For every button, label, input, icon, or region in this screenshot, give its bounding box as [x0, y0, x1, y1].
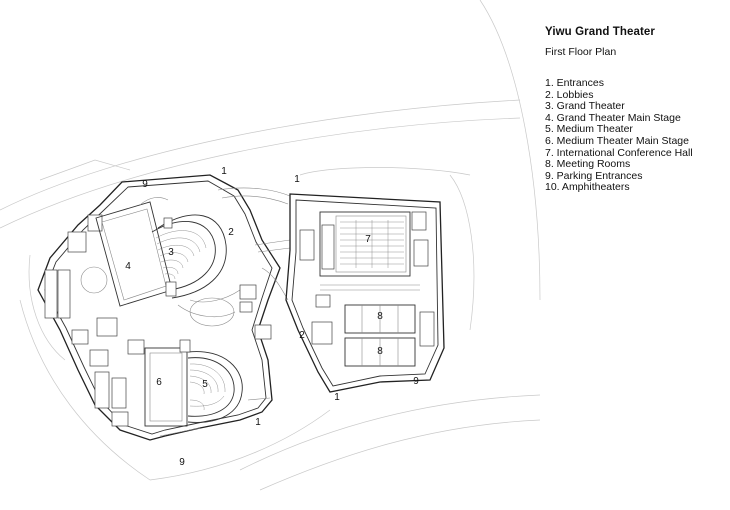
plan-label-medium-main-stage: 6 [156, 377, 162, 388]
grand-theater-seating [151, 214, 227, 299]
conference-seating [340, 220, 404, 268]
drawing-title: Yiwu Grand Theater [545, 26, 656, 38]
plan-label-grand-theater: 3 [168, 247, 174, 258]
legend-item: 4. Grand Theater Main Stage [545, 111, 681, 124]
drawing-subtitle: First Floor Plan [545, 46, 617, 58]
plan-label-lobby: 2 [228, 227, 234, 238]
plan-label-parking-entrance: 9 [179, 457, 185, 468]
east-building [285, 193, 445, 393]
plan-label-entrance: 1 [334, 392, 340, 403]
west-building [37, 174, 281, 441]
plan-label-meeting-room: 8 [377, 311, 383, 322]
legend-item: 1. Entrances [545, 77, 604, 89]
legend-item: 8. Meeting Rooms [545, 158, 631, 171]
plan-label-grand-main-stage: 4 [125, 261, 131, 272]
site-lines [0, 0, 541, 491]
legend-list: 1. Entrances 2. Lobbies 3. Grand Theater… [545, 77, 693, 194]
connector [217, 187, 291, 301]
legend-item: 2. Lobbies [545, 88, 594, 101]
legend-item: 9. Parking Entrances [545, 169, 643, 182]
plan-label-parking-entrance: 9 [413, 376, 419, 387]
legend-item: 7. International Conference Hall [545, 146, 693, 159]
plan-label-conference-hall: 7 [365, 234, 371, 245]
plan-label-entrance: 1 [255, 417, 261, 428]
plan-label-lobby: 2 [299, 330, 305, 341]
medium-theater-seating [187, 351, 243, 423]
legend-item: 5. Medium Theater [545, 123, 633, 136]
legend-item: 3. Grand Theater [545, 100, 625, 113]
legend-item: 6. Medium Theater Main Stage [545, 134, 689, 147]
plan-label-meeting-room: 8 [377, 346, 383, 357]
legend-item: 10. Amphitheaters [545, 181, 630, 194]
plan-label-entrance: 1 [294, 174, 300, 185]
plan-label-medium-theater: 5 [202, 379, 208, 390]
plan-label-entrance: 1 [221, 166, 227, 177]
plan-label-parking-entrance: 9 [142, 179, 148, 190]
